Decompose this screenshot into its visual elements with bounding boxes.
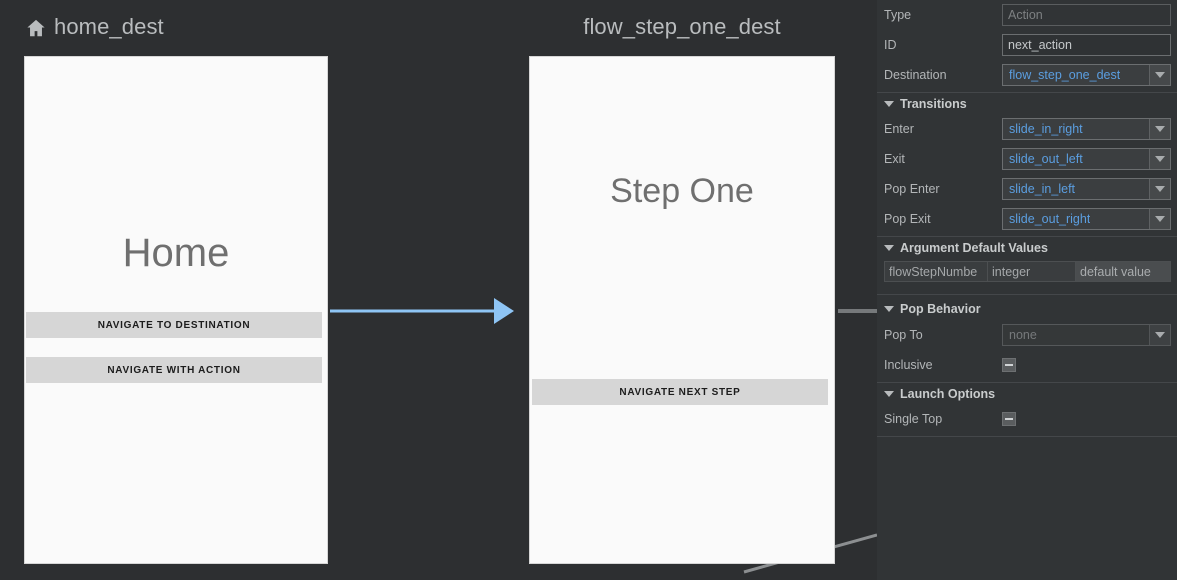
destination-title-home[interactable]: home_dest [24, 14, 164, 40]
navigate-with-action-button[interactable]: NAVIGATE WITH ACTION [26, 357, 322, 383]
home-icon [27, 19, 45, 37]
pop-enter-label: Pop Enter [884, 182, 940, 196]
destination-dropdown-value: flow_step_one_dest [1009, 68, 1121, 82]
section-title-pop-behavior: Pop Behavior [900, 302, 981, 316]
pop-to-label: Pop To [884, 328, 923, 342]
destination-label: Destination [884, 68, 947, 82]
navigation-graph-canvas[interactable]: home_dest Home NAVIGATE TO DESTINATION N… [0, 0, 877, 580]
id-input[interactable]: next_action [1002, 34, 1171, 56]
attribute-row-type: Type Action [877, 0, 1177, 30]
pop-exit-transition-dropdown[interactable]: slide_out_right [1002, 208, 1171, 230]
exit-label: Exit [884, 152, 905, 166]
exit-transition-value: slide_out_left [1009, 152, 1083, 166]
destination-title-flow-step-one[interactable]: flow_step_one_dest [529, 14, 835, 40]
caret-down-icon [884, 390, 894, 397]
chevron-down-icon[interactable] [1149, 65, 1170, 85]
section-header-pop-behavior[interactable]: Pop Behavior [877, 298, 1177, 320]
indeterminate-dash-icon [1005, 418, 1013, 420]
attribute-row-exit: Exit slide_out_left [877, 144, 1177, 174]
enter-transition-value: slide_in_right [1009, 122, 1083, 136]
caret-down-icon [884, 100, 894, 107]
caret-down-icon [884, 244, 894, 251]
section-title-launch-options: Launch Options [900, 386, 996, 401]
action-arrow-home-to-step-one [330, 298, 514, 324]
chevron-down-icon[interactable] [1149, 325, 1170, 345]
chevron-down-icon[interactable] [1149, 149, 1170, 169]
argument-default-value-cell[interactable]: default value [1075, 261, 1171, 282]
divider [877, 294, 1177, 295]
inclusive-label: Inclusive [884, 358, 933, 372]
enter-label: Enter [884, 122, 914, 136]
exit-transition-dropdown[interactable]: slide_out_left [1002, 148, 1171, 170]
single-top-checkbox[interactable] [1002, 412, 1016, 426]
single-top-label: Single Top [884, 412, 943, 426]
navigate-next-step-button[interactable]: NAVIGATE NEXT STEP [532, 379, 828, 405]
argument-name-cell[interactable]: flowStepNumbe [884, 261, 987, 282]
destination-title-home-label: home_dest [54, 14, 164, 39]
destination-preview-flow-step-one[interactable]: Step One NAVIGATE NEXT STEP [529, 56, 835, 564]
section-header-launch-options[interactable]: Launch Options [877, 382, 1177, 404]
attribute-row-destination: Destination flow_step_one_dest [877, 60, 1177, 90]
attribute-row-enter: Enter slide_in_right [877, 114, 1177, 144]
argument-type-cell[interactable]: integer [987, 261, 1075, 282]
pop-to-dropdown[interactable]: none [1002, 324, 1171, 346]
flow-step-one-screen-heading: Step One [610, 172, 754, 210]
enter-transition-dropdown[interactable]: slide_in_right [1002, 118, 1171, 140]
section-title-transitions: Transitions [900, 96, 967, 111]
section-title-argument-default-values: Argument Default Values [900, 240, 1048, 255]
pop-exit-transition-value: slide_out_right [1009, 212, 1091, 226]
home-screen-content: Home NAVIGATE TO DESTINATION NAVIGATE WI… [25, 57, 327, 563]
destination-preview-home[interactable]: Home NAVIGATE TO DESTINATION NAVIGATE WI… [24, 56, 328, 564]
attribute-row-id: ID next_action [877, 30, 1177, 60]
indeterminate-dash-icon [1005, 364, 1013, 366]
attribute-row-pop-to: Pop To none [877, 320, 1177, 350]
type-label: Type [884, 8, 912, 22]
divider [877, 436, 1177, 437]
home-screen-heading: Home [122, 231, 230, 275]
section-header-transitions[interactable]: Transitions [877, 92, 1177, 114]
table-row[interactable]: flowStepNumbe integer default value [884, 261, 1171, 282]
inclusive-checkbox[interactable] [1002, 358, 1016, 372]
attribute-row-single-top: Single Top [877, 404, 1177, 434]
destination-title-flow-step-one-label: flow_step_one_dest [583, 14, 781, 39]
chevron-down-icon[interactable] [1149, 119, 1170, 139]
attributes-panel: Type Action ID next_action Destination f… [877, 0, 1177, 580]
pop-enter-transition-dropdown[interactable]: slide_in_left [1002, 178, 1171, 200]
pop-to-dropdown-value: none [1009, 328, 1037, 342]
attribute-row-pop-enter: Pop Enter slide_in_left [877, 174, 1177, 204]
type-field: Action [1002, 4, 1171, 26]
pop-exit-label: Pop Exit [884, 212, 931, 226]
destination-dropdown[interactable]: flow_step_one_dest [1002, 64, 1171, 86]
pop-enter-transition-value: slide_in_left [1009, 182, 1076, 196]
attribute-row-inclusive: Inclusive [877, 350, 1177, 380]
flow-step-one-screen-content: Step One NAVIGATE NEXT STEP [530, 57, 834, 563]
chevron-down-icon[interactable] [1149, 209, 1170, 229]
caret-down-icon [884, 306, 894, 312]
attribute-row-pop-exit: Pop Exit slide_out_right [877, 204, 1177, 234]
id-label: ID [884, 38, 897, 52]
chevron-down-icon[interactable] [1149, 179, 1170, 199]
navigate-to-destination-button[interactable]: NAVIGATE TO DESTINATION [26, 312, 322, 338]
section-header-argument-default-values[interactable]: Argument Default Values [877, 236, 1177, 258]
